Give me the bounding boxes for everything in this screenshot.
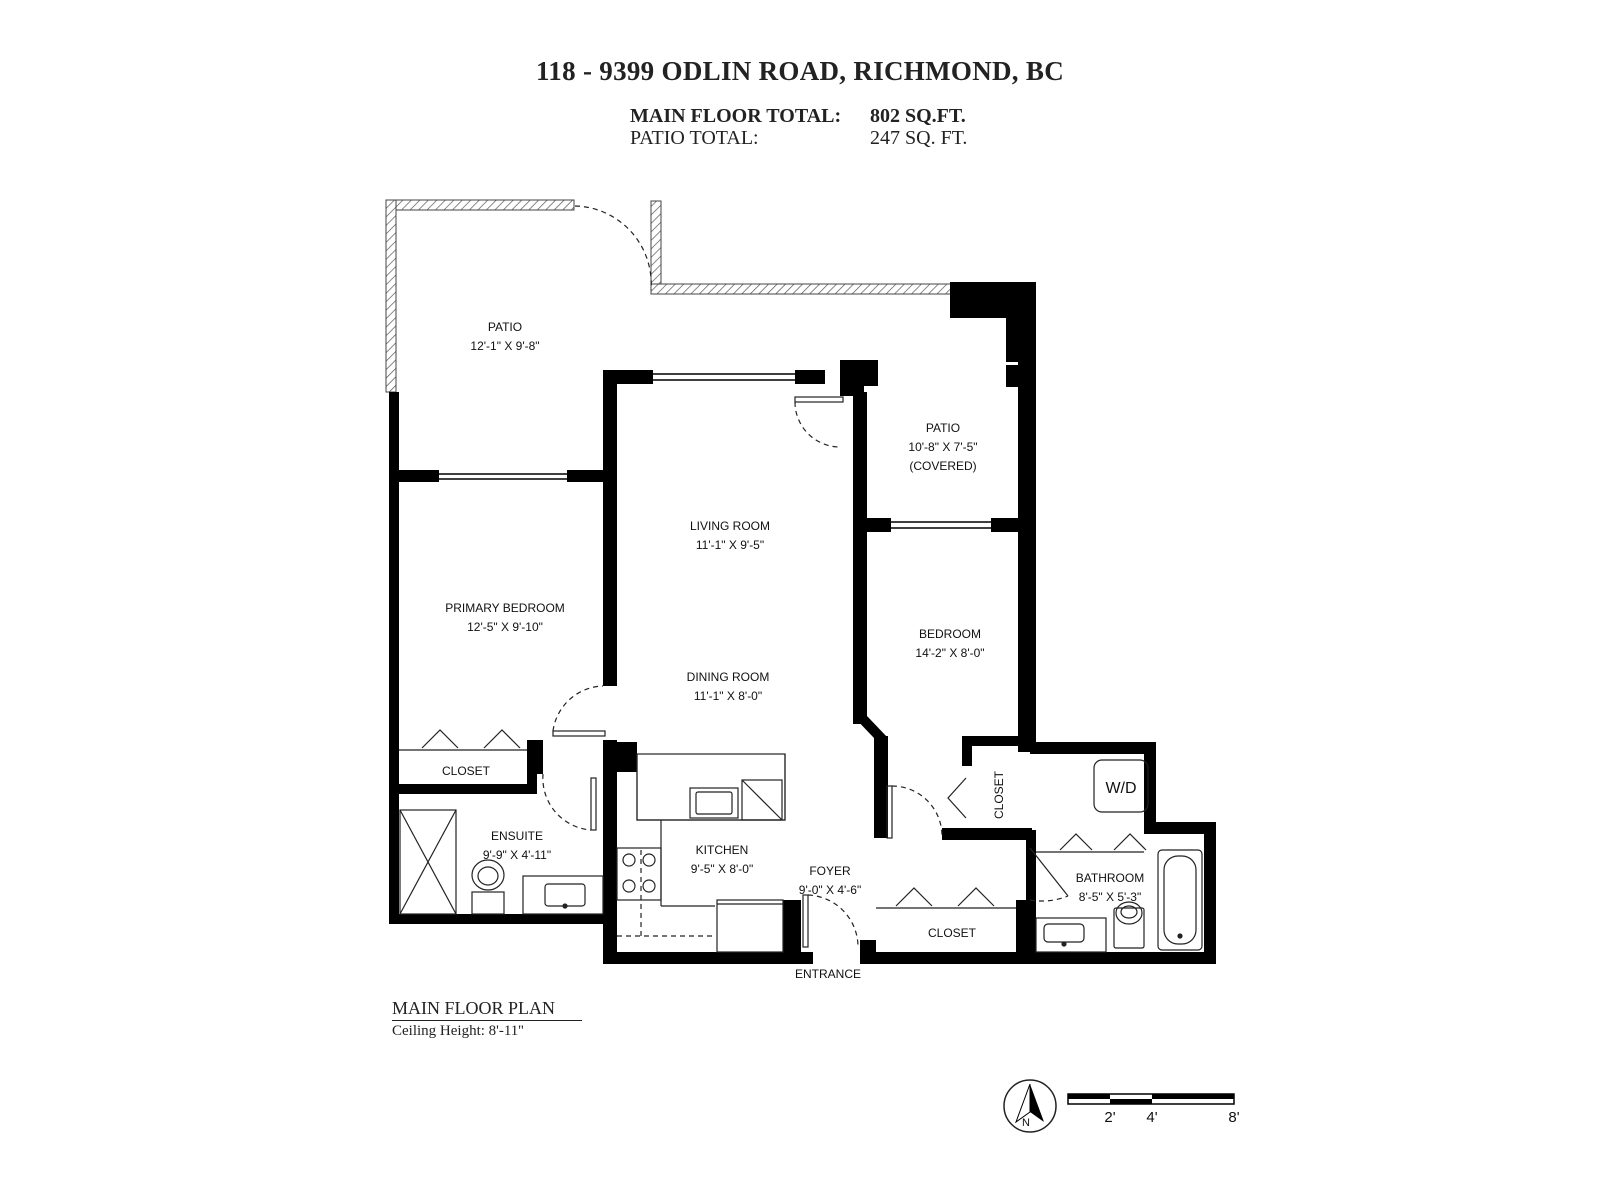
scale-label-2: 2' bbox=[1104, 1109, 1115, 1126]
ceiling-height: Ceiling Height: 8'-11'' bbox=[392, 1023, 524, 1039]
primary-bedroom-size: 12'-5" X 9'-10" bbox=[467, 620, 543, 634]
patio-top-name: PATIO bbox=[488, 320, 522, 334]
room-labels: PATIO 12'-1" X 9'-8" PATIO 10'-8" X 7'-5… bbox=[442, 320, 1144, 981]
patio-covered-size: 10'-8" X 7'-5" bbox=[908, 440, 977, 454]
fixtures bbox=[399, 205, 1203, 953]
bedroom-size: 14'-2" X 8'-0" bbox=[915, 646, 984, 660]
scale-label-4: 4' bbox=[1146, 1109, 1157, 1126]
main-floor-total-label: MAIN FLOOR TOTAL: bbox=[630, 105, 842, 127]
scale-label-8: 8' bbox=[1228, 1109, 1239, 1126]
closet-primary-label: CLOSET bbox=[442, 764, 491, 778]
north-compass: N bbox=[1003, 1079, 1057, 1133]
closet-foyer-label: CLOSET bbox=[928, 926, 977, 940]
ensuite-name: ENSUITE bbox=[491, 829, 543, 843]
wd-label: W/D bbox=[1105, 780, 1136, 797]
foyer-size: 9'-0" X 4'-6" bbox=[799, 883, 861, 897]
compass-north-label: N bbox=[1022, 1117, 1030, 1129]
kitchen-name: KITCHEN bbox=[696, 843, 749, 857]
plan-address: 118 - 9399 ODLIN ROAD, RICHMOND, BC bbox=[535, 56, 1064, 86]
living-room-name: LIVING ROOM bbox=[690, 519, 770, 533]
ensuite-size: 9'-9" X 4'-11" bbox=[483, 848, 551, 862]
walls bbox=[389, 282, 1216, 964]
patio-covered-note: (COVERED) bbox=[909, 459, 976, 473]
entrance-label: ENTRANCE bbox=[795, 967, 861, 981]
plan-title: MAIN FLOOR PLAN bbox=[392, 998, 582, 1021]
plan-title-block: MAIN FLOOR PLAN Ceiling Height: 8'-11'' bbox=[392, 998, 582, 1040]
living-room-size: 11'-1" X 9'-5" bbox=[696, 538, 764, 552]
bedroom-name: BEDROOM bbox=[919, 627, 981, 641]
foyer-name: FOYER bbox=[809, 864, 851, 878]
patio-railing bbox=[385, 199, 957, 393]
patio-total-label: PATIO TOTAL: bbox=[630, 127, 759, 149]
patio-top-size: 12'-1" X 9'-8" bbox=[470, 339, 539, 353]
dining-room-size: 11'-1" X 8'-0" bbox=[694, 689, 762, 703]
dining-room-name: DINING ROOM bbox=[687, 670, 770, 684]
kitchen-size: 9'-5" X 8'-0" bbox=[691, 862, 753, 876]
bathroom-name: BATHROOM bbox=[1076, 871, 1144, 885]
patio-covered-name: PATIO bbox=[926, 421, 960, 435]
closet-bedroom-label: CLOSET bbox=[992, 770, 1006, 819]
primary-bedroom-name: PRIMARY BEDROOM bbox=[445, 601, 565, 615]
patio-total-value: 247 SQ. FT. bbox=[870, 127, 968, 149]
bathroom-size: 8'-5" X 5'-3" bbox=[1079, 890, 1141, 904]
main-floor-total-value: 802 SQ.FT. bbox=[870, 105, 966, 127]
compass-needle-icon bbox=[1030, 1084, 1044, 1122]
scale-bar: 2' 4' 8' bbox=[1067, 1093, 1240, 1126]
